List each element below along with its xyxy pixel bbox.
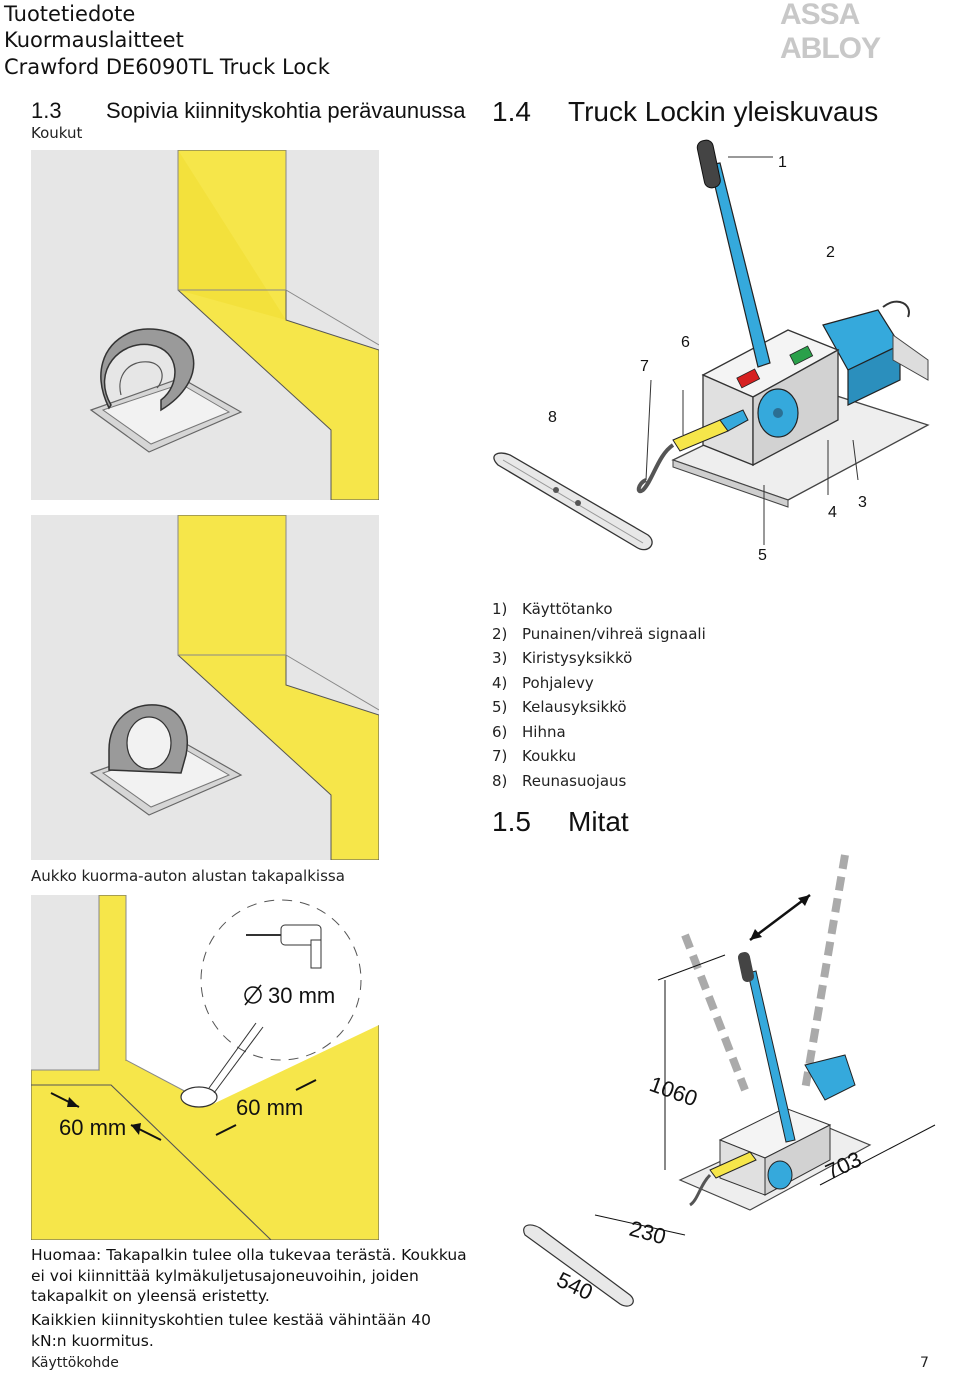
diameter-label: 30 mm bbox=[268, 983, 335, 1008]
legend-item: 3)Kiristysyksikkö bbox=[492, 649, 633, 667]
dim-width-label: 230 bbox=[627, 1216, 669, 1250]
footer-label: Käyttökohde bbox=[31, 1355, 119, 1371]
legend-item: 7)Koukku bbox=[492, 747, 577, 765]
section-1-5-number: 1.5 bbox=[492, 806, 531, 837]
header-line-1: Tuotetiedote bbox=[4, 2, 136, 26]
callout-1: 1 bbox=[778, 154, 787, 171]
assa-abloy-logo: ASSA ABLOY bbox=[780, 0, 881, 65]
truck-lock-overview-figure: 1 2 3 4 5 6 7 8 bbox=[493, 139, 930, 564]
legend-item: 6)Hihna bbox=[492, 722, 566, 741]
legend-item: 8)Reunasuojaus bbox=[492, 771, 627, 790]
legend-item: 2)Punainen/vihreä signaali bbox=[492, 624, 706, 643]
header-line-2: Kuormauslaitteet bbox=[4, 28, 184, 52]
drill-icon bbox=[246, 924, 322, 969]
legend-item: 4)Pohjalevy bbox=[492, 673, 594, 692]
legend-item: 1)Käyttötanko bbox=[492, 600, 613, 618]
dim-height-label: 1060 bbox=[646, 1071, 701, 1111]
rear-beam-hole-figure: 30 mm 60 mm 60 mm bbox=[31, 895, 379, 1240]
callout-6: 6 bbox=[681, 334, 690, 351]
component-legend: 1)Käyttötanko 2)Punainen/vihreä signaali… bbox=[492, 597, 706, 793]
dim-right-label: 60 mm bbox=[236, 1095, 303, 1120]
note-paragraph-2: Kaikkien kiinnityskohtien tulee kestää v… bbox=[31, 1311, 431, 1350]
callout-7: 7 bbox=[640, 358, 649, 375]
section-1-4-title: Truck Lockin yleiskuvaus bbox=[568, 96, 879, 127]
callout-5: 5 bbox=[758, 547, 767, 564]
section-1-3-subtitle: Koukut bbox=[31, 124, 83, 142]
section-1-3-number: 1.3 bbox=[31, 98, 62, 123]
legend-item: 5)Kelausyksikkö bbox=[492, 698, 627, 716]
callout-3: 3 bbox=[858, 494, 867, 511]
header-line-3: Crawford DE6090TL Truck Lock bbox=[4, 55, 330, 79]
callout-8: 8 bbox=[548, 409, 557, 426]
dim-left-label: 60 mm bbox=[59, 1115, 126, 1140]
dimensions-figure: 1060 703 230 540 bbox=[523, 854, 936, 1307]
hole-caption: Aukko kuorma-auton alustan takapalkissa bbox=[31, 867, 345, 885]
section-1-3-title: Sopivia kiinnityskohtia perävaunussa bbox=[106, 98, 466, 123]
hook-figure-open-eye bbox=[31, 150, 379, 500]
section-1-4-number: 1.4 bbox=[492, 96, 531, 127]
note-paragraph-1: Huomaa: Takapalkin tulee olla tukevaa te… bbox=[31, 1246, 467, 1305]
section-1-5-title: Mitat bbox=[568, 806, 629, 837]
page-number: 7 bbox=[920, 1355, 929, 1371]
hook-figure-closed-eye bbox=[31, 515, 379, 860]
callout-4: 4 bbox=[828, 504, 837, 521]
callout-2: 2 bbox=[826, 244, 835, 261]
